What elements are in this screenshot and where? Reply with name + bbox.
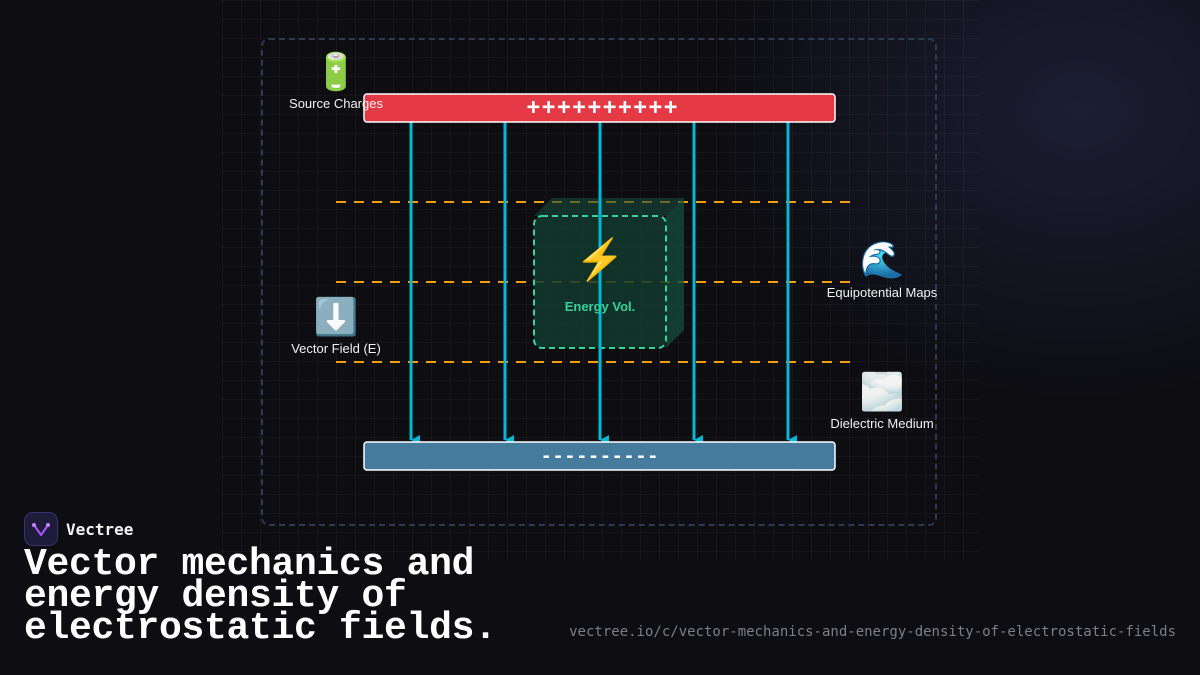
positive-charges-text: ++++++++++ [526, 95, 680, 120]
negative-plate [363, 441, 836, 471]
brand[interactable]: Vectree [24, 512, 133, 546]
fog-icon: 🌫️ [859, 371, 905, 412]
battery-icon: 🔋 [313, 51, 359, 92]
positive-plate [363, 93, 836, 123]
energy-volume-depth [666, 198, 684, 348]
dielectric-label: Dielectric Medium [830, 416, 934, 431]
negative-charges-text: ---------- [540, 446, 660, 467]
page-title: Vector mechanics and energy density of e… [24, 543, 497, 650]
diagram-frame [261, 38, 937, 526]
energy-volume-top [534, 198, 684, 216]
vector-field-label: Vector Field (E) [291, 341, 381, 356]
equipotential-label: Equipotential Maps [826, 285, 938, 300]
energy-volume-label: Energy Vol. [564, 299, 636, 314]
wave-icon: 🌊 [859, 239, 905, 280]
lightning-icon: ⚡ [575, 238, 625, 282]
vectree-logo-icon [24, 512, 58, 546]
brand-name: Vectree [66, 519, 134, 539]
page-url[interactable]: vectree.io/c/vector-mechanics-and-energy… [569, 624, 1176, 640]
source-charges-label: Source Charges [289, 96, 383, 111]
down-arrow-icon: ⬇️ [313, 296, 359, 337]
